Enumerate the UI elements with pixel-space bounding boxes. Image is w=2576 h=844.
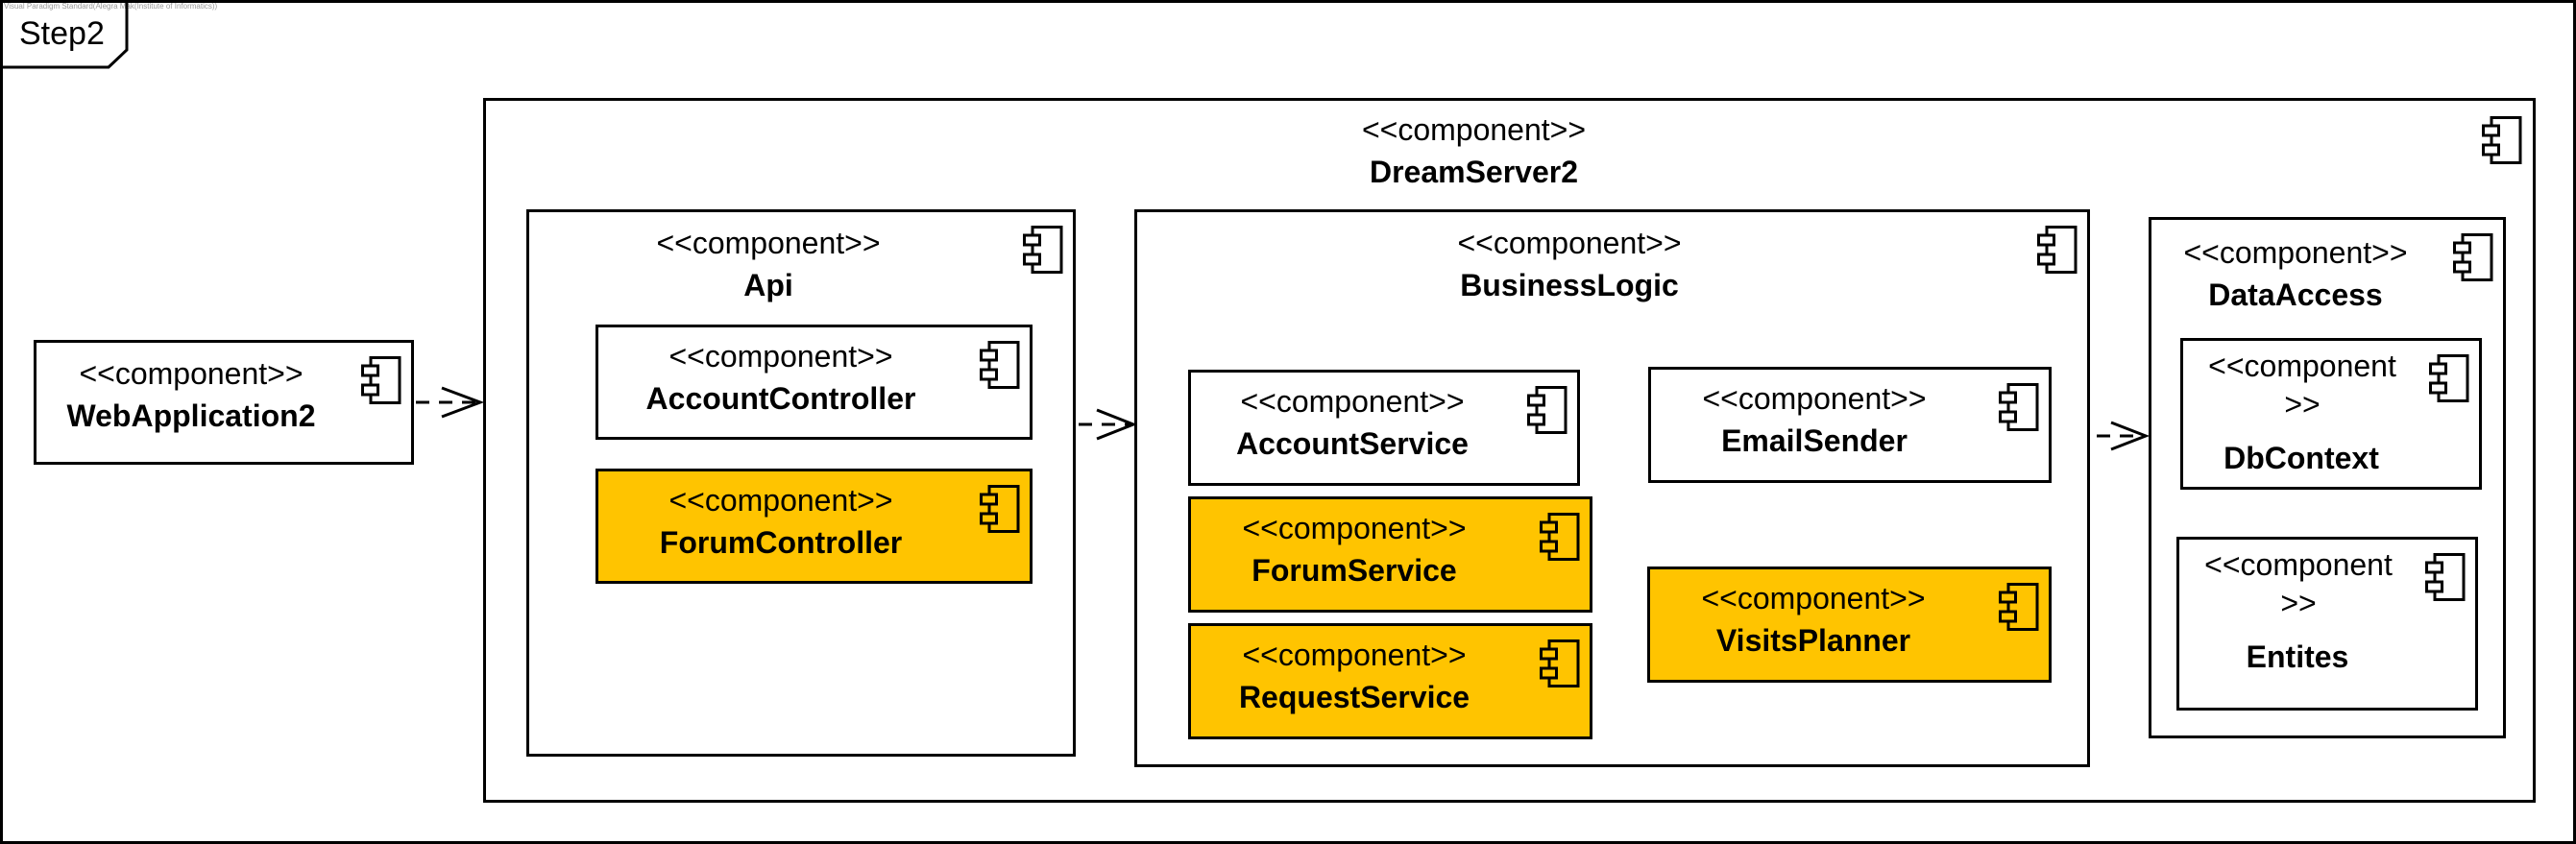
component-dbcontext[interactable]: <<component >> DbContext xyxy=(2180,338,2482,490)
component-icon xyxy=(2482,116,2522,169)
component-name: DbContext xyxy=(2224,441,2379,475)
component-icon xyxy=(980,485,1020,538)
component-icon xyxy=(2037,226,2078,278)
component-icon xyxy=(1999,383,2039,436)
stereotype-label: <<component>> xyxy=(1457,226,1682,260)
component-requestservice[interactable]: <<component>> RequestService xyxy=(1188,623,1592,739)
stereotype-label: <<component>> xyxy=(1242,638,1467,672)
dependency-business-to-dataaccess xyxy=(2097,421,2151,451)
component-icon xyxy=(980,341,1020,394)
component-forumservice[interactable]: <<component>> ForumService xyxy=(1188,496,1592,613)
component-icon xyxy=(2453,233,2493,286)
stereotype-label: <<component>> xyxy=(79,356,304,391)
component-name: AccountController xyxy=(645,381,916,416)
component-name: BusinessLogic xyxy=(1460,268,1679,302)
component-visitsplanner[interactable]: <<component>> VisitsPlanner xyxy=(1647,567,2052,683)
stereotype-label: <<component>> xyxy=(668,483,893,518)
component-accountcontroller[interactable]: <<component>> AccountController xyxy=(595,325,1033,440)
component-name: RequestService xyxy=(1238,680,1470,714)
component-name: AccountService xyxy=(1236,426,1469,461)
stereotype-label: <<component>> xyxy=(1361,112,1587,147)
component-icon xyxy=(1540,639,1580,692)
component-icon xyxy=(1023,226,1063,278)
component-webapplication2[interactable]: <<component>> WebApplication2 xyxy=(34,340,414,465)
component-name: Entites xyxy=(2246,639,2349,674)
component-icon xyxy=(1540,513,1580,566)
component-name: DreamServer2 xyxy=(1369,155,1579,189)
component-name: DataAccess xyxy=(2208,277,2383,312)
component-name: ForumController xyxy=(659,525,903,560)
component-icon xyxy=(2425,553,2466,606)
stereotype-label: <<component>> xyxy=(656,226,881,260)
component-dreamserver2[interactable]: <<component>> DreamServer2 xyxy=(483,98,2536,803)
stereotype-label: <<component>> xyxy=(1242,511,1467,545)
stereotype-label: <<component>> xyxy=(1702,381,1927,416)
component-icon xyxy=(2429,354,2469,407)
component-icon xyxy=(361,356,401,409)
component-name: VisitsPlanner xyxy=(1715,623,1911,658)
stereotype-label: <<component>> xyxy=(1240,384,1465,419)
component-name: WebApplication2 xyxy=(66,398,316,433)
component-name: Api xyxy=(743,268,793,302)
frame-tab xyxy=(1,1,129,69)
component-name: ForumService xyxy=(1252,553,1457,588)
component-accountservice[interactable]: <<component>> AccountService xyxy=(1188,370,1580,486)
component-emailsender[interactable]: <<component>> EmailSender xyxy=(1648,367,2052,483)
component-forumcontroller[interactable]: <<component>> ForumController xyxy=(595,469,1033,584)
watermark: Visual Paradigm Standard(Alegra Mak(Inst… xyxy=(4,2,218,11)
dependency-api-to-business xyxy=(1079,408,1138,441)
stereotype-label: <<component>> xyxy=(668,339,893,374)
component-icon xyxy=(1527,386,1567,439)
component-name: EmailSender xyxy=(1721,423,1908,458)
stereotype-label: <<component >> xyxy=(2204,547,2393,620)
component-entites[interactable]: <<component >> Entites xyxy=(2176,537,2478,711)
stereotype-label: <<component>> xyxy=(1701,581,1926,615)
stereotype-label: <<component>> xyxy=(2183,235,2408,270)
frame-label: Step2 xyxy=(19,15,105,52)
component-icon xyxy=(1999,583,2039,636)
stereotype-label: <<component >> xyxy=(2208,349,2396,422)
dependency-webapp-to-server xyxy=(416,386,485,419)
